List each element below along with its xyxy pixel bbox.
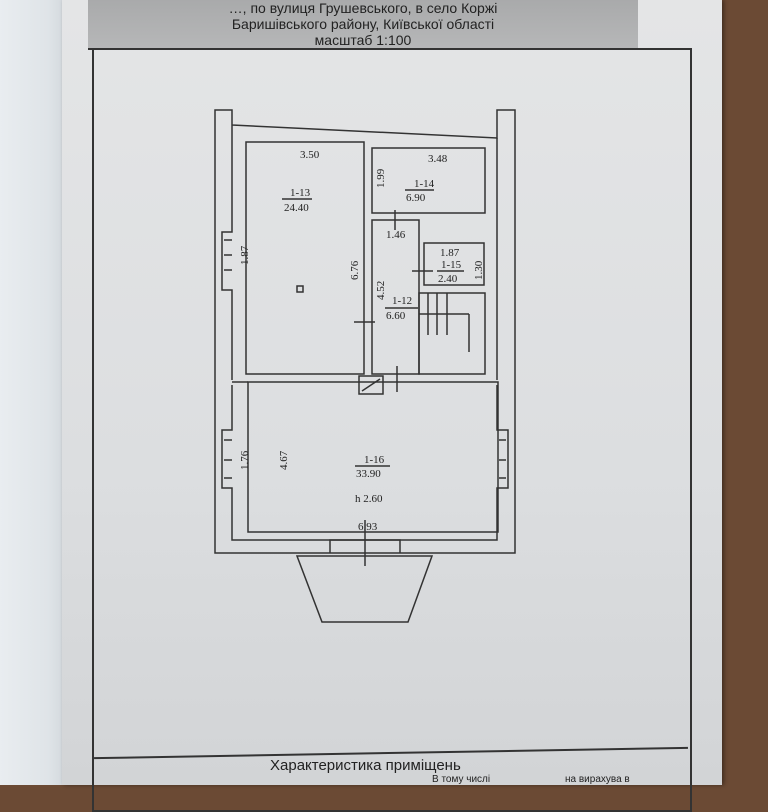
chimney — [358, 366, 398, 395]
dim-depth: 4.52 — [375, 281, 387, 300]
side-windows — [224, 239, 506, 479]
dim-width: 3.50 — [300, 149, 320, 161]
room-id: 1-12 — [392, 295, 412, 307]
dim-width: 1.46 — [386, 229, 406, 241]
dim-width: 1.87 — [440, 247, 460, 259]
room-id: 1-13 — [290, 187, 311, 199]
plan-line — [371, 147, 486, 214]
room-1-13: 3.50 1-13 24.40 1.87 6.76 — [239, 141, 365, 375]
room-area: 6.90 — [406, 192, 426, 204]
plan-line — [329, 539, 401, 553]
address-line: …, по вулиця Грушевського, в село Коржі — [228, 0, 498, 16]
dim-width: 3.48 — [428, 153, 448, 165]
plan-line — [245, 141, 365, 375]
dim-width: 6.93 — [358, 521, 378, 533]
plan-line — [418, 292, 486, 375]
floor-plan: 3.50 1-13 24.40 1.87 6.76 3.48 1.99 1-14… — [214, 109, 516, 623]
document-header: …, по вулиця Грушевського, в село Коржі … — [88, 0, 638, 50]
plan-line — [358, 375, 384, 395]
plan-line — [423, 242, 485, 286]
room-area: 24.40 — [284, 202, 309, 214]
table-right-header: на вирахува в — [565, 774, 630, 785]
plan-line — [221, 125, 233, 380]
plan-line — [296, 285, 304, 293]
plan-line — [361, 378, 381, 392]
dim-depth: 1.99 — [375, 168, 387, 188]
plan-line — [295, 555, 434, 623]
table-subheader: В тому числі — [432, 774, 491, 785]
document-sheet — [62, 0, 722, 785]
porch — [295, 539, 434, 623]
dim-length: 6.76 — [349, 260, 361, 280]
ceiling-height: h 2.60 — [355, 493, 383, 505]
room-id: 1-16 — [364, 454, 385, 466]
room-id: 1-14 — [414, 178, 435, 190]
district-line: Баришівського району, Київської області — [231, 16, 495, 32]
room-id: 1-15 — [441, 259, 462, 271]
room-area: 2.40 — [438, 273, 458, 285]
plan-line — [247, 381, 499, 533]
room-1-16: 1.76 4.67 1-16 33.90 h 2.60 6.93 — [232, 381, 499, 566]
outer-walls — [214, 109, 516, 554]
room-1-14: 3.48 1.99 1-14 6.90 — [371, 147, 486, 214]
room-1-15: 1.87 1-15 2.40 1.30 — [412, 242, 485, 286]
dim-depth: 1.30 — [473, 260, 485, 280]
rooms-table-title: Характеристика приміщень — [270, 757, 461, 774]
dim-depth: 1.76 — [239, 450, 251, 470]
staircase — [418, 292, 486, 375]
dim-length: 4.67 — [278, 450, 290, 470]
plan-line — [214, 109, 516, 554]
room-area: 33.90 — [356, 468, 381, 480]
room-area: 6.60 — [386, 310, 406, 322]
dim-depth: 1.87 — [239, 245, 251, 265]
scale-label: масштаб 1:100 — [314, 32, 412, 48]
